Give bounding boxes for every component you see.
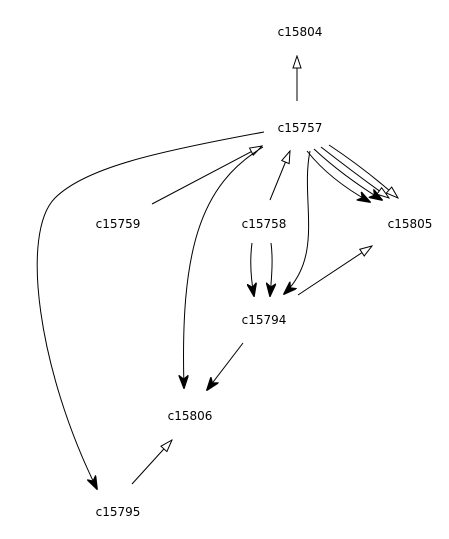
node-c15759[interactable]: c15759: [96, 217, 141, 231]
edge-c15794-to-c15806: [207, 342, 244, 390]
node-c15794[interactable]: c15794: [242, 313, 287, 327]
edges: [36, 56, 398, 489]
edge-c15758-to-c15757: [269, 151, 290, 201]
node-c15758[interactable]: c15758: [242, 217, 287, 231]
edge-c15757-to-c15794: [284, 150, 311, 294]
edge-c15757-to-c15805-2: [313, 148, 382, 200]
edge-c15757-to-c15795: [36, 131, 265, 489]
edge-c15794-to-c15805: [297, 246, 372, 296]
edge-c15759-to-c15757: [151, 146, 262, 205]
edge-c15757-to-c15805-4: [328, 144, 398, 198]
node-c15757[interactable]: c15757: [278, 121, 323, 135]
node-c15804[interactable]: c15804: [278, 25, 323, 39]
edge-c15758-to-c15794-2: [270, 242, 272, 296]
edge-c15757-to-c15805-3: [320, 146, 389, 198]
edge-c15795-to-c15806: [131, 440, 172, 485]
node-c15806[interactable]: c15806: [168, 409, 213, 423]
nodes: c15804 c15757 c15759 c15758 c15805 c1579…: [96, 25, 433, 519]
edge-c15757-to-c15806: [184, 146, 264, 388]
node-c15805[interactable]: c15805: [388, 217, 433, 231]
node-c15795[interactable]: c15795: [96, 505, 141, 519]
edge-c15757-to-c15805-1: [306, 150, 370, 202]
edge-c15758-to-c15794-1: [251, 242, 254, 296]
